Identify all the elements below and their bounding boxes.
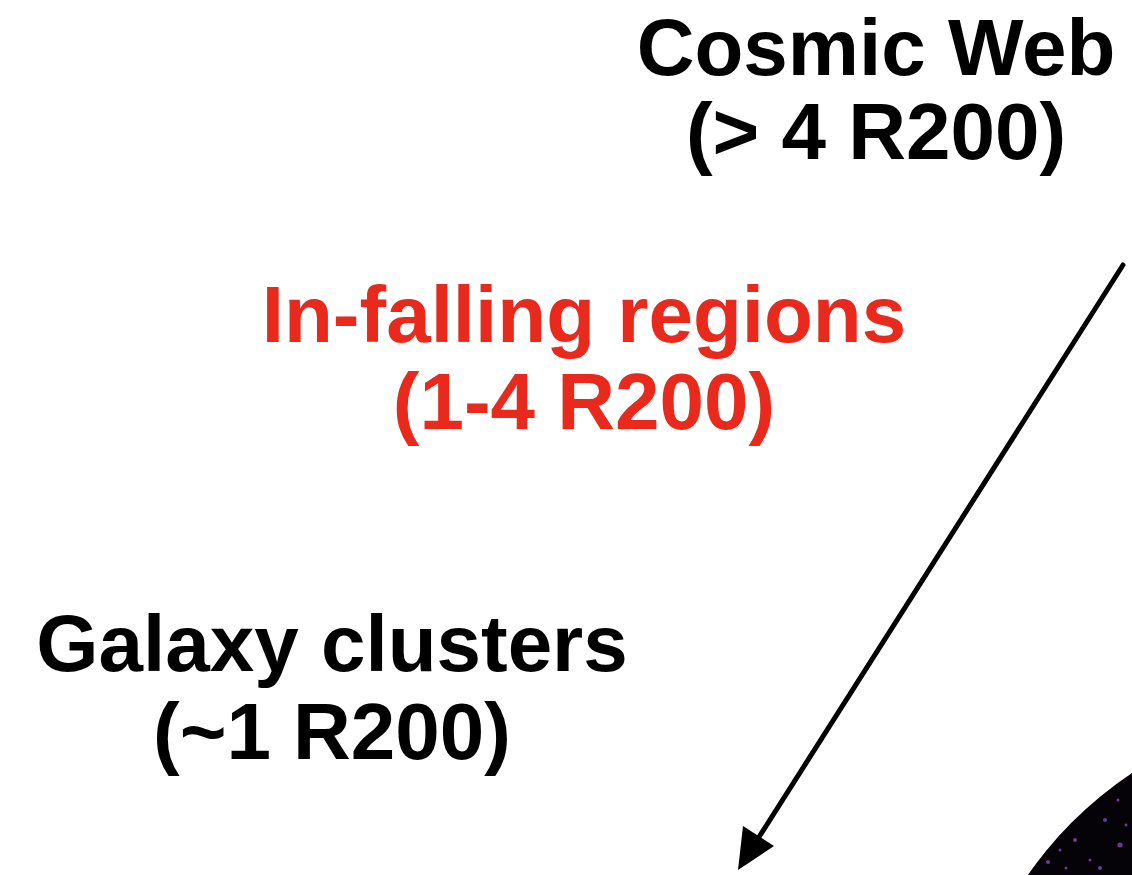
region-label: Cosmic Web (637, 4, 1116, 92)
cluster-image (957, 707, 1132, 875)
region-label: (> 4 R200) (686, 88, 1066, 176)
region-label: (1-4 R200) (393, 358, 775, 446)
arrow-head (738, 826, 774, 870)
region-label: In-falling regions (262, 271, 906, 359)
cluster-speckles (1046, 799, 1128, 871)
region-label: Galaxy clusters (36, 600, 627, 688)
region-label: (~1 R200) (153, 688, 511, 776)
